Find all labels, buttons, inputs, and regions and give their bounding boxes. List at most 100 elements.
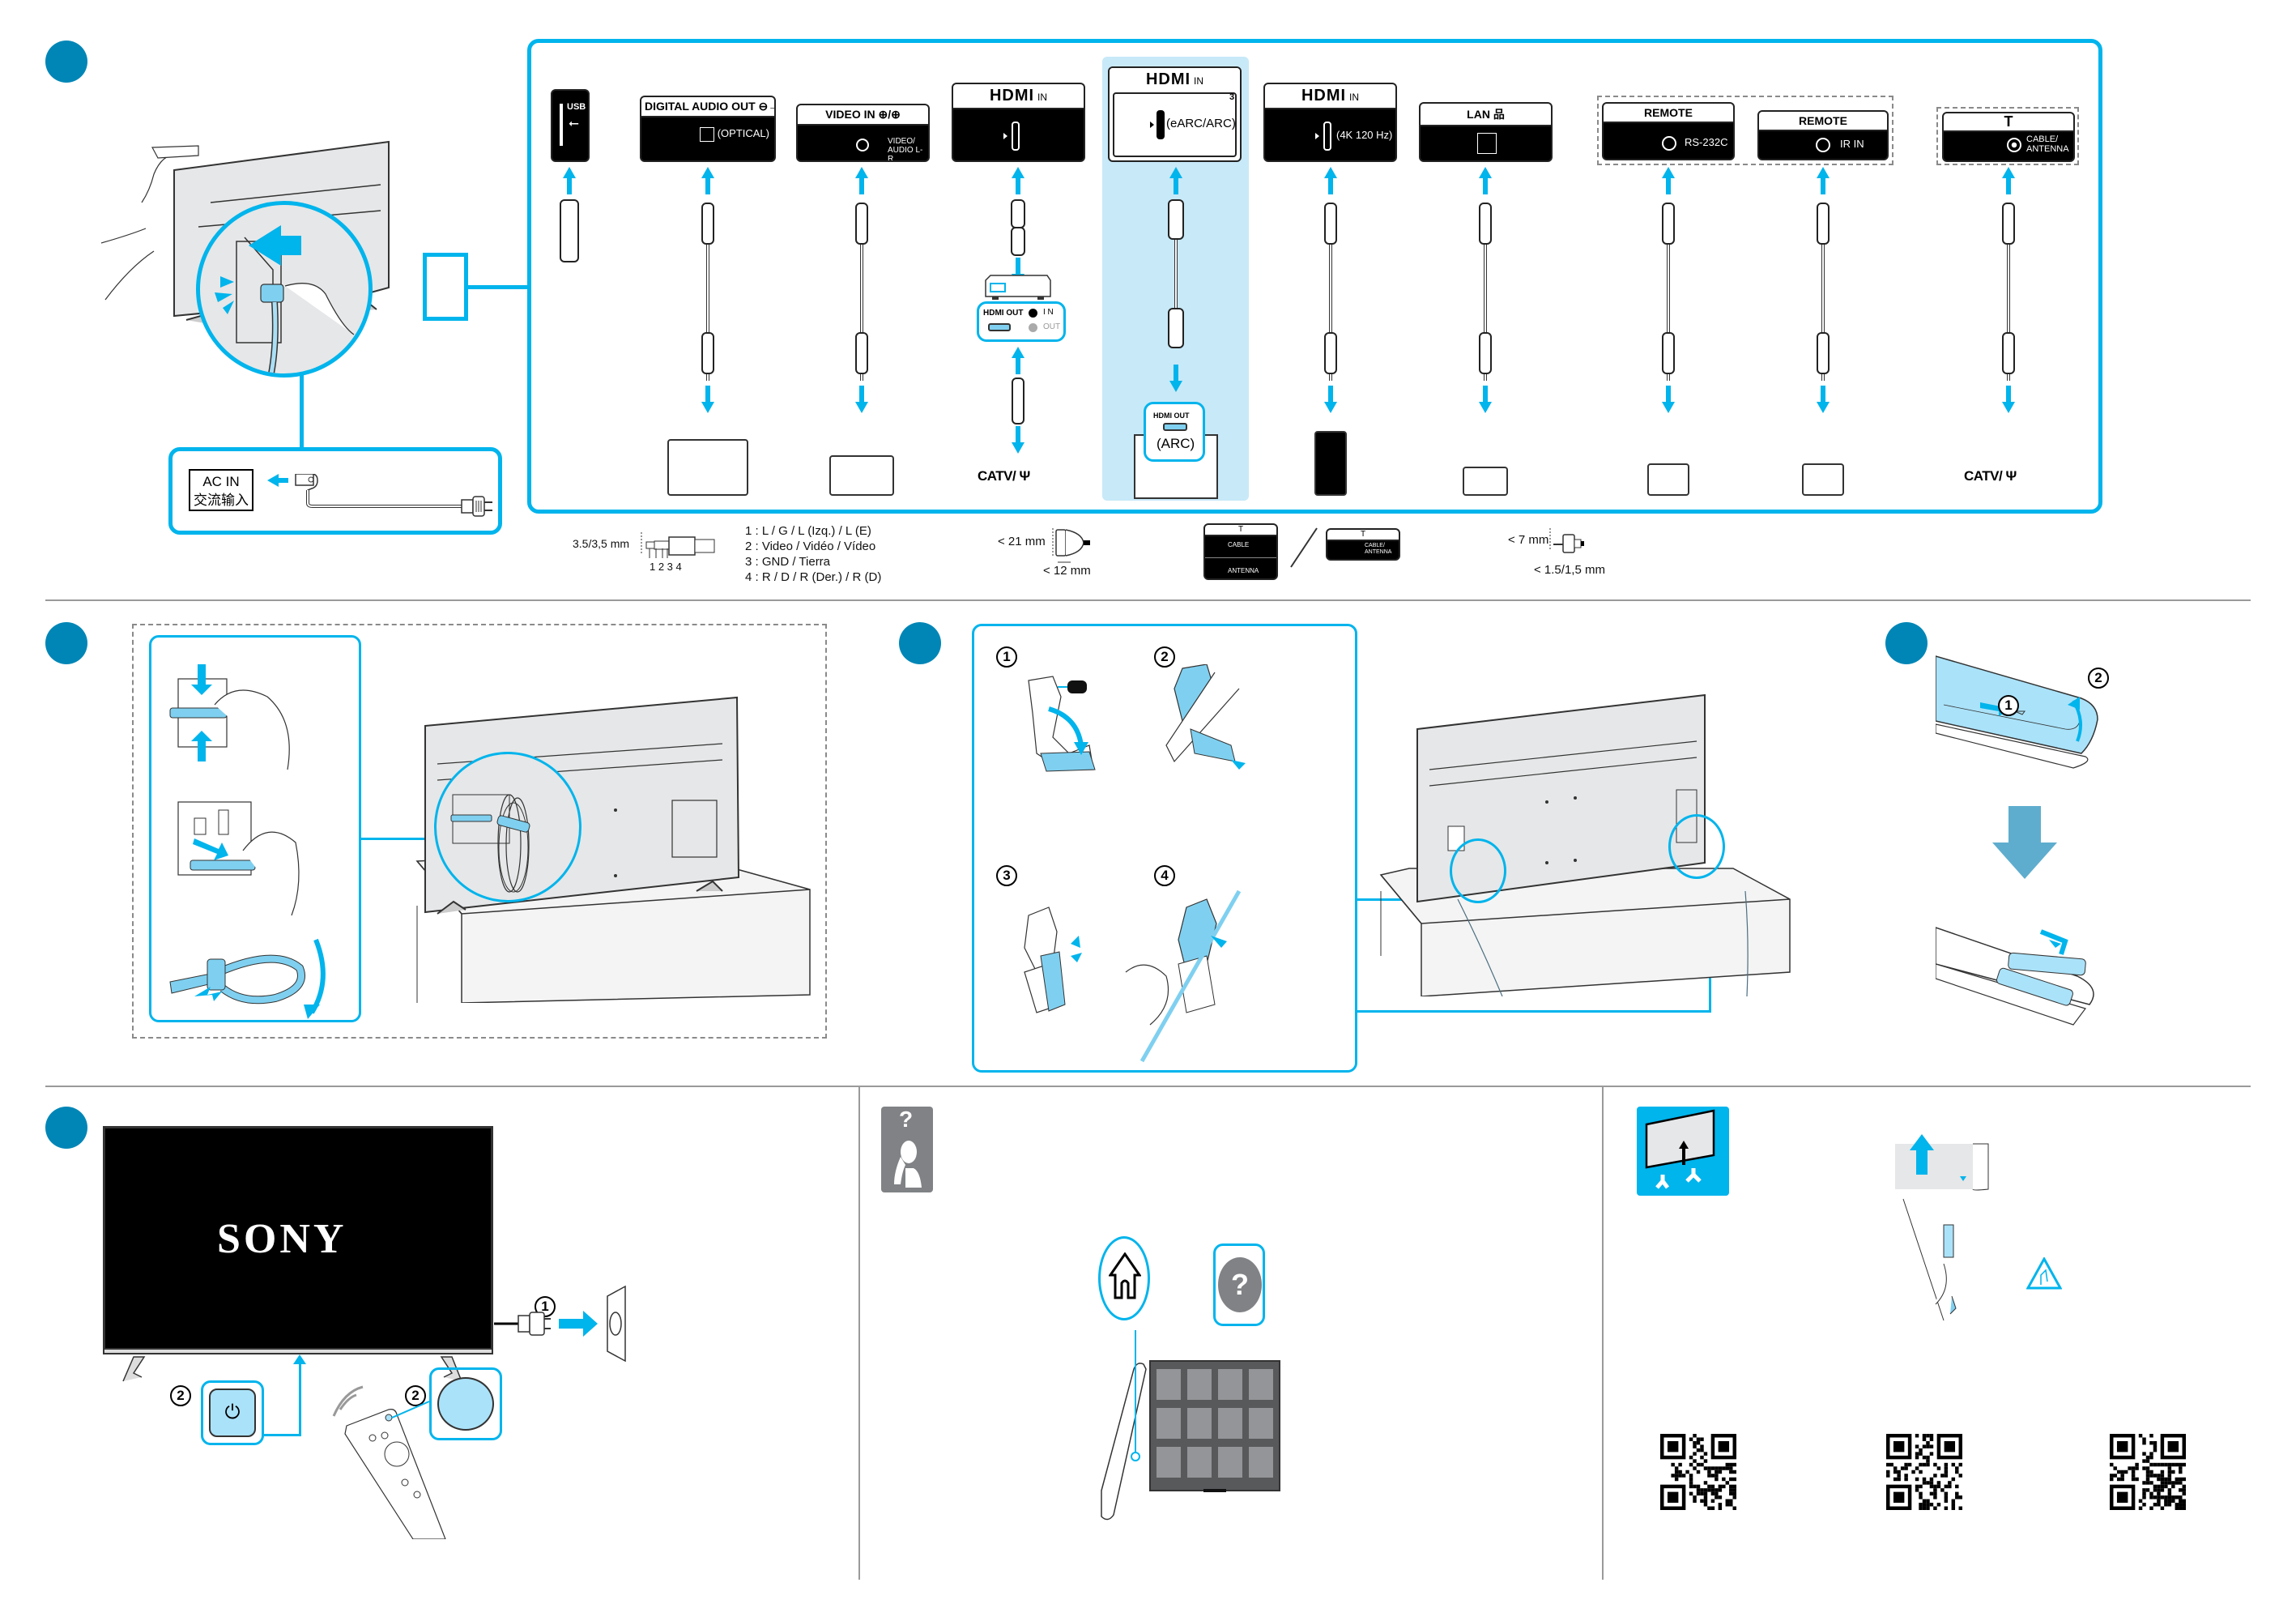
- hdmi-in-label: IN: [1349, 92, 1360, 103]
- app-tile: [1157, 1408, 1181, 1439]
- antenna-symbol: T: [1944, 113, 2073, 132]
- arrow-up-hdmi1: [1012, 167, 1024, 194]
- holder-connector-line-2: [1357, 1010, 1710, 1013]
- control-box-icon: [1802, 463, 1844, 496]
- network-router-icon: [1463, 467, 1508, 496]
- hdmi-plug-bottom: [1168, 308, 1184, 348]
- app-tile-grid: [1157, 1369, 1273, 1478]
- cable-tie-steps-panel: [149, 635, 361, 1022]
- hdmi-width-note: < 12 mm: [1043, 564, 1091, 578]
- stb-in-label: I N: [1043, 308, 1054, 317]
- remote-battery-illustration: [1936, 655, 2098, 1026]
- hdmi-in-label: IN: [1194, 75, 1204, 87]
- ac-in-zoom-circle: [196, 201, 373, 378]
- port-video-in-header: VIDEO IN ⊕/⊕: [798, 105, 928, 126]
- coax-pin-note: < 1.5/1,5 mm: [1534, 563, 1605, 577]
- plug-bottom-rs232c: [1662, 332, 1675, 374]
- jack-icon: [1662, 136, 1676, 151]
- terminal-a-cable-label: CABLE: [1228, 541, 1250, 548]
- stb-out-jack-icon: [1029, 323, 1037, 332]
- coax-port-icon: [2007, 138, 2021, 152]
- app-tile: [1187, 1408, 1212, 1439]
- port-video-in: VIDEO IN ⊕/⊕ VIDEO/ AUDIO L-R: [796, 104, 930, 162]
- port-area-highlight: [423, 253, 468, 321]
- remote-ports-group: [1597, 96, 1893, 165]
- tv-power-button[interactable]: ⏻: [209, 1389, 256, 1437]
- cable-tie-connector-line: [361, 838, 436, 840]
- app-tile: [1249, 1447, 1273, 1478]
- qr-code-1[interactable]: [1660, 1434, 1736, 1510]
- step-marker-3: [899, 622, 941, 664]
- tv-button-connector-v: [299, 1361, 301, 1435]
- app-tile: [1218, 1369, 1242, 1400]
- holder-substep-1: 1: [996, 646, 1017, 668]
- port-remote-rs232c: REMOTE RS-232C: [1602, 102, 1735, 160]
- plug-bottom-ir_in: [1817, 332, 1830, 374]
- help-icon-mark: ?: [899, 1107, 914, 1132]
- jack-size-note: 3.5/3,5 mm: [573, 537, 630, 550]
- hdmi-port-icon: [1323, 122, 1331, 151]
- app-tile: [1157, 1447, 1181, 1478]
- holder-substep-2: 2: [1154, 646, 1175, 668]
- arrow-up-lan: [1479, 167, 1492, 194]
- power-substep-2-remote: 2: [405, 1385, 426, 1406]
- port-rs232c-header: REMOTE: [1604, 104, 1733, 123]
- usb-icon: ⭠: [569, 117, 579, 130]
- plug-bottom-hdmi4k: [1324, 332, 1337, 374]
- lan-port-icon: [1477, 133, 1497, 154]
- port-hdmi-earc-label: (eARC/ARC): [1166, 117, 1236, 130]
- section-divider-1: [45, 599, 2251, 601]
- step-marker-5: [45, 1107, 87, 1149]
- qr-code-3[interactable]: [2110, 1434, 2186, 1510]
- port-usb-label: USB: [567, 102, 586, 112]
- optical-port-icon: [700, 127, 714, 142]
- port-ir-in-label: IR IN: [1840, 138, 1864, 150]
- qr-code-2[interactable]: [1886, 1434, 1962, 1510]
- cable-bundle-zoom-circle: [434, 752, 581, 902]
- plug-bottom-antenna: [2002, 332, 2015, 374]
- home-button-callout: [1098, 1236, 1150, 1320]
- arc-hdmi-out-label: HDMI OUT: [1153, 412, 1190, 420]
- ac-in-panel: [168, 447, 502, 535]
- hdmi-cable-plug-bottom: [1011, 227, 1025, 256]
- app-tile: [1187, 1447, 1212, 1478]
- stb-hdmi-port-icon: [988, 323, 1011, 331]
- plug-top-antenna: [2002, 203, 2015, 245]
- stb-in-jack-icon: [1029, 309, 1037, 318]
- pinch-warning-icon: [2026, 1257, 2062, 1290]
- plug-bottom-lan: [1479, 332, 1492, 374]
- section-divider-3: [858, 1086, 860, 1580]
- arrow-up-video_in: [855, 167, 868, 194]
- battery-substep-2: 2: [2088, 668, 2109, 689]
- holder-zoom-circle-left: [1450, 838, 1506, 903]
- sony-logo: SONY: [217, 1216, 347, 1262]
- arrow-down-ir_in: [1817, 386, 1830, 413]
- section-divider-2: [45, 1086, 2251, 1087]
- plug-top-ir_in: [1817, 203, 1830, 245]
- remote-power-button[interactable]: [437, 1377, 494, 1431]
- dvd-player-icon: [829, 455, 894, 496]
- hdmi-port-icon: [1012, 122, 1020, 151]
- set-top-box-icon: [985, 275, 1051, 300]
- stand-removal-icon: [1637, 1107, 1729, 1196]
- cable-holder-steps-panel: [972, 624, 1357, 1073]
- slash-divider: [1290, 527, 1318, 568]
- app-tile: [1218, 1408, 1242, 1439]
- stb-port-callout: [977, 301, 1066, 342]
- terminal-b-label: CABLE/ ANTENNA: [1365, 543, 1392, 555]
- hdmi-logo: HDMI: [1301, 87, 1347, 105]
- help-person-icon: ?: [881, 1107, 933, 1192]
- hdmi-height-note: < 21 mm: [998, 535, 1046, 548]
- home-icon[interactable]: [1109, 1252, 1141, 1303]
- port-usb: USB ⭠: [551, 89, 590, 162]
- plug-top-optical: [701, 203, 714, 245]
- arrow-up-antenna: [2002, 167, 2015, 194]
- arrow-down-antenna: [1012, 426, 1024, 454]
- power-cord-icon: [267, 474, 492, 517]
- help-bubble-icon[interactable]: ?: [1218, 1257, 1262, 1312]
- hdmi-plug-top: [1168, 199, 1184, 240]
- arrow-down-hdmi4k: [1324, 386, 1337, 413]
- pin-legend-3: 3 : GND / Tierra: [745, 555, 831, 569]
